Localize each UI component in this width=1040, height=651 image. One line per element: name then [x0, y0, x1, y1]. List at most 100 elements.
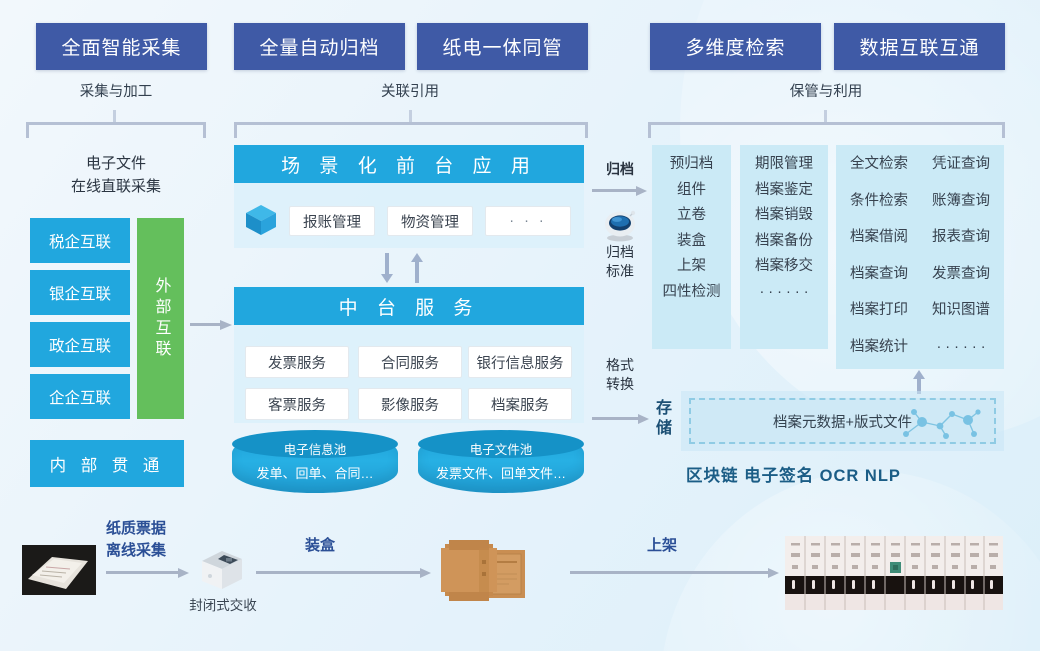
left-item-tax-enterprise[interactable]: 税企互联 — [30, 218, 130, 263]
service-bank-information[interactable]: 银行信息服务 — [468, 346, 572, 378]
list-item[interactable]: 全文检索 — [850, 156, 908, 172]
arrow-format-conversion — [592, 414, 650, 424]
list-item[interactable]: 四性检测 — [662, 283, 721, 300]
list-item[interactable]: 装盒 — [677, 232, 706, 249]
service-invoice[interactable]: 发票服务 — [245, 346, 349, 378]
list-item[interactable]: 发票查询 — [932, 265, 990, 282]
arrow-storage-to-retrieval-up — [913, 370, 925, 394]
header-pill-paper-electronic-management[interactable]: 纸电一体同管 — [417, 23, 588, 70]
header-pill-label: 全量自动归档 — [259, 38, 380, 59]
service-label: 档案服务 — [491, 397, 549, 414]
bracket-middle — [234, 110, 588, 140]
flow-label-shelving: 上架 — [646, 537, 677, 554]
archive-management-list: 期限管理 档案鉴定 档案销毁 档案备份 档案移交 · · · · · · — [740, 145, 828, 349]
list-item[interactable]: 档案统计 — [850, 338, 908, 355]
left-item-label: 税企互联 — [48, 233, 111, 251]
connector-standard-line1: 归档 — [606, 244, 634, 260]
paper-documents-photo — [22, 545, 96, 595]
cylinder-top — [418, 430, 584, 458]
list-item[interactable]: · · · · · · — [759, 283, 809, 300]
storage-side-label: 存 储 — [651, 399, 677, 439]
flow-label-line1: 纸质票据 — [105, 520, 166, 537]
list-item[interactable]: 期限管理 — [755, 156, 813, 172]
list-item[interactable]: 报表查询 — [932, 229, 990, 245]
arrow-flow-3 — [570, 568, 780, 578]
service-passenger-ticket[interactable]: 客票服务 — [245, 388, 349, 420]
list-item[interactable]: 档案移交 — [755, 258, 813, 275]
list-item[interactable]: 档案销毁 — [755, 207, 813, 224]
list-item[interactable]: 立卷 — [677, 207, 706, 224]
list-item[interactable]: · · · · · · — [936, 338, 986, 355]
list-item[interactable]: 档案备份 — [755, 232, 813, 249]
front-app-more[interactable]: · · · — [485, 206, 571, 236]
left-item-enterprise-enterprise[interactable]: 企企互联 — [30, 374, 130, 419]
front-application-title: 场 景 化 前 台 应 用 — [234, 145, 584, 183]
service-label: 影像服务 — [381, 397, 439, 414]
front-app-label: 报账管理 — [303, 214, 361, 231]
storage-box: 档案元数据+版式文件 — [681, 391, 1004, 451]
left-item-label: 银企互联 — [48, 285, 111, 303]
flow-label-line2: 离线采集 — [105, 541, 166, 559]
left-lead-text: 电子文件 在线直联采集 — [26, 152, 206, 199]
list-item[interactable]: 条件检索 — [850, 192, 908, 209]
archive-box-icon — [441, 540, 525, 601]
bracket-left — [26, 110, 206, 140]
list-item[interactable]: 档案鉴定 — [755, 181, 813, 198]
list-item[interactable]: 预归档 — [669, 156, 714, 172]
arrow-mid-to-front-up — [411, 253, 423, 283]
header-pill-full-auto-archiving[interactable]: 全量自动归档 — [234, 23, 405, 70]
data-pool-title: 电子信息池 — [283, 443, 347, 457]
service-archive[interactable]: 档案服务 — [468, 388, 572, 420]
archive-shelf-icon — [785, 536, 1003, 610]
left-lead-line2: 在线直联采集 — [70, 178, 161, 196]
data-pool-subtitle: 发票文件、回单文件… — [435, 466, 566, 481]
header-pill-multidimensional-retrieval[interactable]: 多维度检索 — [650, 23, 821, 70]
list-item[interactable]: 账簿查询 — [932, 192, 990, 209]
left-external-label: 外部互联 — [152, 276, 170, 361]
service-contract[interactable]: 合同服务 — [358, 346, 462, 378]
flow-label-paper-offline-collection: 纸质票据 离线采集 — [96, 518, 176, 562]
data-pool-electronic-information: 电子信息池 发单、回单、合同… — [232, 430, 398, 493]
storage-inner-dashed: 档案元数据+版式文件 — [689, 398, 996, 444]
left-external-interconnection-bar[interactable]: 外部互联 — [137, 218, 184, 419]
header-pill-full-intelligent-collection[interactable]: 全面智能采集 — [36, 23, 207, 70]
header-pill-label: 全面智能采集 — [61, 38, 182, 59]
service-imaging[interactable]: 影像服务 — [358, 388, 462, 420]
header-pill-label: 纸电一体同管 — [442, 38, 563, 59]
list-item[interactable]: 凭证查询 — [932, 156, 990, 172]
service-label: 银行信息服务 — [476, 355, 564, 372]
left-item-bank-enterprise[interactable]: 银企互联 — [30, 270, 130, 315]
robot-eye-icon — [605, 210, 636, 242]
left-internal-connection-bar[interactable]: 内 部 贯 通 — [30, 440, 184, 487]
list-item[interactable]: 上架 — [677, 258, 706, 275]
arrow-flow-2 — [256, 568, 432, 578]
retrieval-query-list: 全文检索 凭证查询 条件检索 账簿查询 档案借阅 报表查询 档案查询 发票查询 … — [836, 145, 1004, 369]
left-item-label: 政企互联 — [48, 337, 111, 355]
data-pool-subtitle: 发单、回单、合同… — [256, 466, 374, 481]
arrow-left-to-middle — [190, 320, 232, 330]
flow-caption-closed-handover: 封闭式交收 — [189, 598, 257, 613]
header-pill-data-interconnection[interactable]: 数据互联互通 — [834, 23, 1005, 70]
list-item[interactable]: 档案打印 — [850, 302, 908, 318]
header-pill-label: 数据互联互通 — [859, 38, 980, 59]
front-app-label: 物资管理 — [401, 214, 459, 231]
flow-label-boxing: 装盒 — [304, 537, 335, 554]
cylinder-top — [232, 430, 398, 458]
service-label: 客票服务 — [268, 397, 326, 414]
left-item-government-enterprise[interactable]: 政企互联 — [30, 322, 130, 367]
connector-label-archiving-standard: 归档 标准 — [596, 243, 644, 281]
connector-label-format-conversion: 格式 转换 — [596, 356, 644, 394]
connector-label-archiving: 归档 — [606, 161, 634, 177]
arrow-archiving — [592, 186, 648, 196]
list-item[interactable]: 档案查询 — [850, 265, 908, 282]
front-app-expense-management[interactable]: 报账管理 — [289, 206, 375, 236]
list-item[interactable]: 档案借阅 — [850, 229, 908, 245]
list-item[interactable]: 组件 — [677, 181, 706, 198]
bracket-label-collection-processing: 采集与加工 — [79, 84, 153, 100]
bracket-label-custody-utilization: 保管与利用 — [789, 84, 863, 100]
bracket-right — [648, 110, 1005, 140]
front-app-material-management[interactable]: 物资管理 — [387, 206, 473, 236]
cube-icon — [246, 205, 276, 235]
storage-label-line1: 存 — [655, 400, 672, 417]
list-item[interactable]: 知识图谱 — [932, 302, 990, 318]
